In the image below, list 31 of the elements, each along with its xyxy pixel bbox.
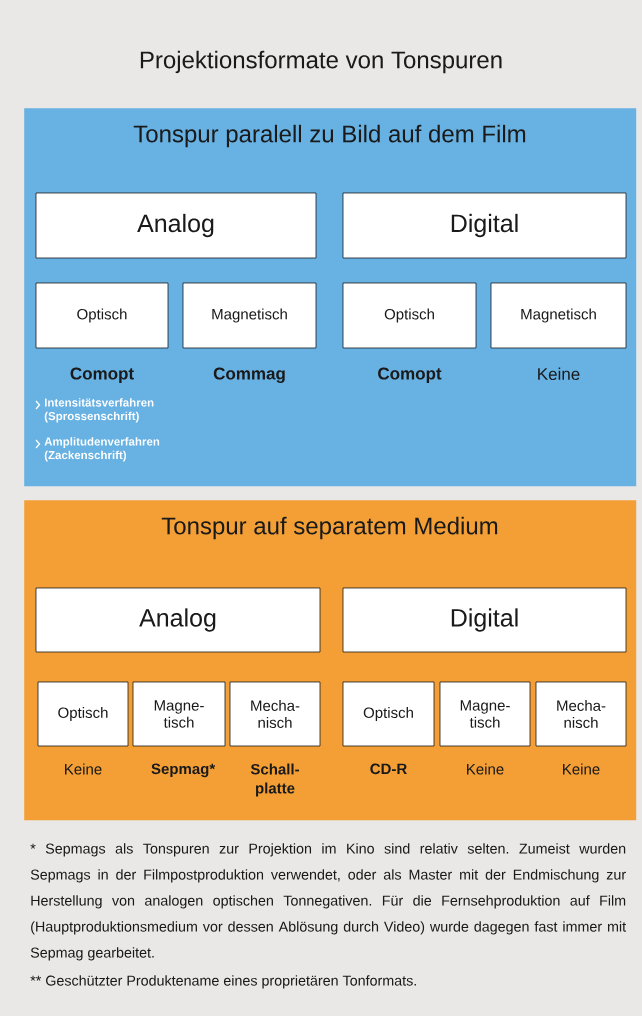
format-box: Mecha-nisch [535, 681, 627, 747]
format-label: Comopt [378, 367, 442, 383]
format-box: Magne-tisch [132, 681, 226, 747]
format-box: Mecha-nisch [229, 681, 321, 747]
category-box: Analog [35, 192, 317, 259]
format-box: Optisch [37, 681, 129, 747]
format-box: Optisch [342, 681, 435, 747]
format-label: Sepmag* [151, 763, 216, 778]
category-box: Digital [342, 192, 627, 259]
format-label: Schall-platte [250, 763, 299, 797]
footnote: ** Geschützter Produktename eines proprietären Tonformats. [30, 975, 416, 989]
list-item: Intensitätsverfahren (Sprossenschrift) [35, 398, 154, 423]
format-label: Commag [213, 367, 285, 383]
format-label: Keine [563, 763, 600, 775]
format-box: Magne-tisch [439, 681, 531, 747]
format-label: Keine [467, 763, 504, 775]
format-box: Magnetisch [182, 282, 317, 349]
panel-heading: Tonspur paralell zu Bild auf dem Film [133, 124, 526, 148]
panel-heading: Tonspur auf separatem Medium [161, 516, 498, 540]
title: Projektionsformate von Tonspuren [140, 50, 502, 74]
format-label: CD-R [370, 763, 407, 775]
list-item: Amplitudenverfahren (Zackenschrift) [35, 437, 160, 462]
format-label: Keine [538, 367, 580, 380]
format-label: Keine [65, 763, 102, 775]
footnote: * Sepmags als Tonspuren zur Projektion im Kino sind relativ selten. Zumeist wurden Sepmags in der Filmpostproduktion verwendet, oder als Master mit der Endmischung zur Herstellung von analogen optischen Tonnegativen. Für die Fernsehproduktion auf Film (Hauptproduktionsmedium vor dessen Ablösung durch Video) wurde dagegen fast immer mit Sepmag gearbeitet. [30, 843, 626, 961]
format-box: Optisch [342, 282, 477, 349]
format-label: Comopt [70, 367, 134, 383]
format-box: Magnetisch [490, 282, 627, 349]
category-box: Digital [342, 587, 627, 653]
category-box: Analog [35, 587, 321, 653]
format-box: Optisch [35, 282, 169, 349]
